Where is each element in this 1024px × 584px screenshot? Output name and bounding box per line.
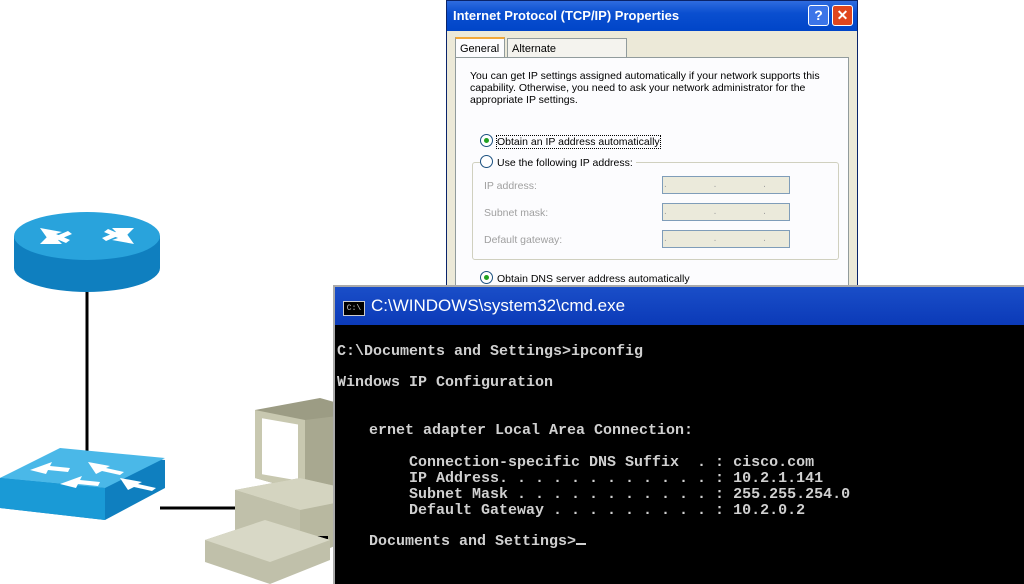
static-ip-groupbox [472,162,839,260]
radio-unselected-icon[interactable] [480,155,493,168]
text-cursor [576,543,587,545]
cmd-line: IP Address. . . . . . . . . . . . : 10.2… [337,470,824,487]
cmd-line: Subnet Mask . . . . . . . . . . . : 255.… [337,486,851,503]
cmd-line: Connection-specific DNS Suffix . : cisco… [337,454,815,471]
cmd-prompt-line[interactable]: Documents and Settings> [369,533,587,550]
default-gateway-field[interactable]: . . . [662,230,790,248]
use-static-ip-option[interactable]: Use the following IP address: [480,155,636,169]
obtain-ip-auto-option[interactable]: Obtain an IP address automatically [480,134,661,149]
switch-icon [0,448,165,520]
cmd-line: Windows IP Configuration [337,374,554,391]
cmd-window-icon: C:\ [343,301,365,316]
general-panel: You can get IP settings assigned automat… [455,57,849,291]
use-static-ip-label: Use the following IP address: [497,157,633,169]
cmd-line: Default Gateway . . . . . . . . . : 10.2… [337,502,806,519]
cmd-line: ernet adapter Local Area Connection: [369,422,694,439]
default-gateway-label: Default gateway: [484,234,563,246]
ip-address-field[interactable]: . . . [662,176,790,194]
dialog-title-bar[interactable]: Internet Protocol (TCP/IP) Properties ? … [447,1,857,31]
intro-text: You can get IP settings assigned automat… [470,70,820,106]
tab-general[interactable]: General [455,37,505,59]
cmd-window: C:\ C:\WINDOWS\system32\cmd.exe C:\Docume… [333,285,1024,584]
obtain-dns-auto-label: Obtain DNS server address automatically [497,273,690,285]
cmd-title: C:\WINDOWS\system32\cmd.exe [371,296,626,315]
radio-selected-icon[interactable] [480,134,493,147]
obtain-dns-auto-option[interactable]: Obtain DNS server address automatically [480,271,690,285]
help-button[interactable]: ? [808,5,829,26]
obtain-ip-auto-label: Obtain an IP address automatically [496,135,661,149]
dialog-title: Internet Protocol (TCP/IP) Properties [453,8,680,23]
figure-id: 301P_500 [1006,533,1016,575]
subnet-mask-label: Subnet mask: [484,207,549,219]
close-button[interactable]: ✕ [832,5,853,26]
tcpip-properties-dialog: Internet Protocol (TCP/IP) Properties ? … [446,0,858,292]
ip-address-label: IP address: [484,180,537,192]
subnet-mask-field[interactable]: . . . [662,203,790,221]
router-icon [14,212,160,292]
cmd-prompt-text: Documents and Settings> [369,533,577,550]
cmd-line: C:\Documents and Settings>ipconfig [337,343,644,360]
tab-alternate-configuration[interactable]: Alternate Configuration [507,38,627,75]
radio-selected-icon[interactable] [480,271,493,284]
cmd-title-bar[interactable]: C:\ C:\WINDOWS\system32\cmd.exe [335,287,1024,325]
